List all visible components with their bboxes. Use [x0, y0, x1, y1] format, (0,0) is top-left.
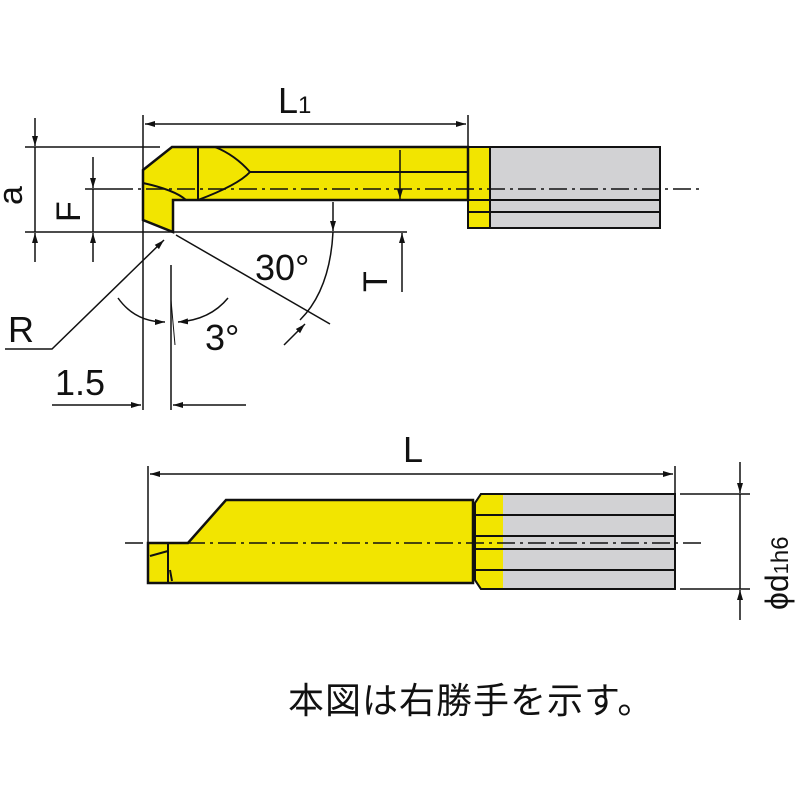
label-T: T: [357, 271, 395, 292]
side-view: [125, 462, 750, 620]
shank-side: [474, 493, 676, 590]
bar-side: [146, 498, 475, 585]
label-a: a: [0, 186, 30, 205]
top-view: [5, 115, 700, 410]
shank-yellow-band: [467, 146, 491, 229]
label-R: R: [8, 309, 34, 350]
label-3deg: 3°: [205, 317, 239, 358]
label-L1: L1: [278, 80, 311, 121]
label-1.5: 1.5: [55, 362, 105, 403]
label-d1h6: ϕd1h6: [759, 536, 795, 610]
caption-right-hand-note: 本図は右勝手を示す。: [288, 681, 655, 722]
label-F: F: [50, 201, 88, 222]
shank-gray: [489, 146, 661, 229]
label-L: L: [403, 429, 423, 470]
label-30deg: 30°: [255, 247, 309, 288]
